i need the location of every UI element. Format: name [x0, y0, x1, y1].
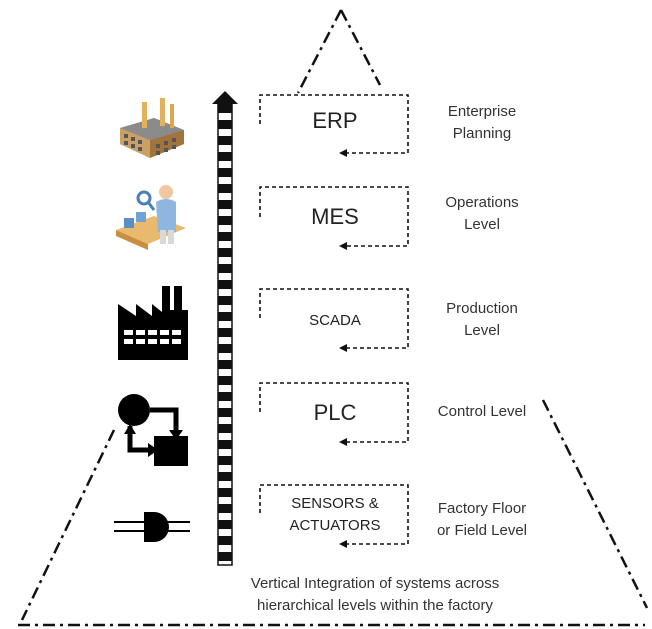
sensors-description-line1: Factory Floor — [437, 500, 527, 517]
erp-description-line2: Planning — [452, 125, 512, 142]
factory-building-icon — [120, 98, 184, 158]
vertical-integration-arrow — [212, 91, 238, 566]
sensors-description-line2: or Field Level — [436, 522, 528, 539]
pyramid-left-bottom-edge — [20, 429, 116, 621]
mes-box — [259, 186, 409, 247]
plc-label: PLC — [313, 400, 357, 425]
caption-line2: hierarchical levels within the factory — [257, 597, 493, 614]
caption-line1: Vertical Integration of systems across — [250, 575, 500, 592]
pyramid-right-top-edge — [339, 9, 382, 86]
diagram-caption: Vertical Integration of systems across h… — [180, 573, 570, 617]
plc-description: Control Level — [437, 403, 527, 420]
factory-silhouette-icon — [118, 286, 188, 360]
erp-description-line1: Enterprise — [447, 103, 517, 120]
scada-description-line2: Level — [464, 322, 500, 339]
worker-conveyor-icon — [116, 185, 186, 250]
sensors-label-line2: ACTUATORS — [289, 517, 381, 534]
erp-label: ERP — [312, 108, 358, 133]
scada-description-line1: Production — [446, 300, 518, 317]
pyramid-right-bottom-edge — [541, 399, 649, 609]
erp-box — [259, 94, 409, 154]
control-flow-icon — [118, 394, 188, 466]
mes-description-line1: Operations — [445, 194, 519, 211]
and-gate-icon — [114, 512, 190, 542]
scada-label: SCADA — [309, 312, 361, 329]
mes-description-line2: Level — [464, 216, 500, 233]
plc-box — [259, 382, 409, 443]
sensors-box — [259, 484, 409, 545]
mes-label: MES — [311, 204, 359, 229]
sensors-label-line1: SENSORS & — [291, 495, 379, 512]
scada-box — [259, 288, 409, 349]
pyramid-left-top-edge — [296, 9, 343, 94]
